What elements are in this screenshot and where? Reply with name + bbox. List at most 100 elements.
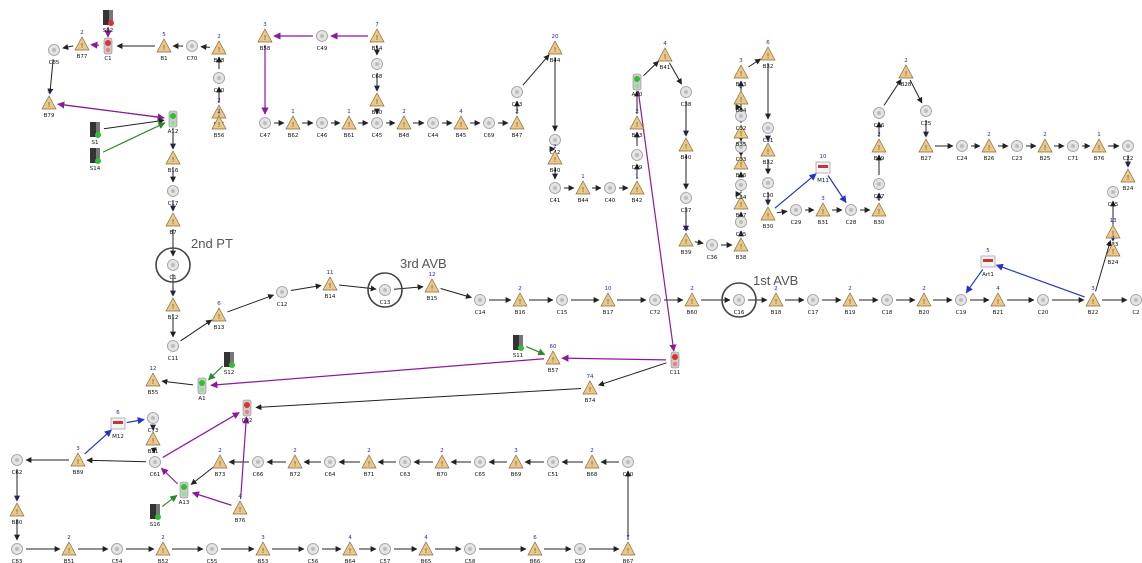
node-C51[interactable] — [547, 456, 559, 468]
node-C39[interactable] — [631, 149, 643, 161]
node-C49[interactable] — [316, 30, 328, 42]
node-C33[interactable] — [735, 141, 747, 153]
node-B55[interactable]: ! — [145, 372, 161, 387]
node-C45[interactable] — [371, 117, 383, 129]
node-B18[interactable]: ! — [768, 292, 784, 307]
node-C17b[interactable] — [807, 294, 819, 306]
node-B28[interactable]: ! — [898, 64, 914, 79]
node-B19[interactable]: ! — [842, 292, 858, 307]
node-B36[interactable]: ! — [733, 155, 749, 170]
node-C28[interactable] — [845, 204, 857, 216]
node-C11[interactable] — [167, 340, 179, 352]
node-C25[interactable] — [920, 105, 932, 117]
node-M1[interactable] — [980, 255, 996, 268]
node-B33[interactable]: ! — [733, 64, 749, 79]
node-C71[interactable] — [1067, 140, 1079, 152]
node-B39[interactable]: ! — [678, 232, 694, 247]
node-C66[interactable] — [252, 456, 264, 468]
node-B65[interactable]: ! — [418, 541, 434, 556]
node-C57[interactable] — [379, 543, 391, 555]
node-B60b[interactable]: ! — [369, 92, 385, 107]
node-B68[interactable]: ! — [584, 454, 600, 469]
node-C12[interactable] — [276, 286, 288, 298]
node-B14[interactable]: ! — [322, 276, 338, 291]
node-C11b[interactable] — [670, 351, 680, 369]
node-B25[interactable]: ! — [1037, 138, 1053, 153]
node-B24[interactable]: ! — [1120, 168, 1136, 183]
node-B34[interactable]: ! — [733, 90, 749, 105]
node-C31[interactable] — [762, 122, 774, 134]
node-C54[interactable] — [111, 543, 123, 555]
node-A10[interactable] — [632, 73, 642, 91]
node-B24b[interactable]: ! — [1105, 242, 1121, 257]
node-B40b[interactable]: ! — [678, 137, 694, 152]
node-B76[interactable]: ! — [232, 500, 248, 515]
node-C61[interactable] — [149, 456, 161, 468]
node-B16b[interactable]: ! — [512, 292, 528, 307]
node-C73[interactable] — [147, 412, 159, 424]
node-B13[interactable]: ! — [211, 307, 227, 322]
node-B23[interactable]: ! — [1105, 224, 1121, 239]
node-C24[interactable] — [956, 140, 968, 152]
node-B74[interactable]: ! — [582, 380, 598, 395]
node-B1[interactable]: ! — [156, 38, 172, 53]
node-B30b[interactable]: ! — [871, 202, 887, 217]
node-B73[interactable]: ! — [212, 454, 228, 469]
node-C65[interactable] — [474, 456, 486, 468]
node-B42[interactable]: ! — [629, 180, 645, 195]
node-B67[interactable]: ! — [620, 541, 636, 556]
node-A1[interactable] — [197, 377, 207, 395]
node-C14[interactable] — [474, 294, 486, 306]
node-B52[interactable]: ! — [155, 541, 171, 556]
node-C1b[interactable] — [167, 259, 179, 271]
node-B47[interactable]: ! — [509, 115, 525, 130]
node-B51[interactable]: ! — [61, 541, 77, 556]
node-C30[interactable] — [762, 177, 774, 189]
node-B32[interactable]: ! — [760, 46, 776, 61]
node-C37[interactable] — [680, 192, 692, 204]
node-C85[interactable] — [48, 44, 60, 56]
node-B70[interactable]: ! — [434, 454, 450, 469]
node-C19[interactable] — [955, 294, 967, 306]
node-A12[interactable] — [168, 110, 178, 128]
node-C38[interactable] — [680, 86, 692, 98]
node-S16[interactable] — [150, 504, 161, 520]
node-C90[interactable] — [213, 72, 225, 84]
node-B26[interactable]: ! — [981, 138, 997, 153]
node-C63[interactable] — [399, 456, 411, 468]
node-C43[interactable] — [511, 86, 523, 98]
node-B12[interactable]: ! — [165, 297, 181, 312]
node-C56[interactable] — [307, 543, 319, 555]
node-B29[interactable]: ! — [871, 138, 887, 153]
node-B37[interactable]: ! — [733, 195, 749, 210]
node-C13[interactable] — [379, 284, 391, 296]
node-B30[interactable]: ! — [760, 206, 776, 221]
node-S12[interactable] — [224, 352, 235, 368]
node-B35[interactable]: ! — [733, 124, 749, 139]
node-B58[interactable]: ! — [257, 28, 273, 43]
node-C26[interactable] — [873, 107, 885, 119]
node-B7[interactable]: ! — [165, 212, 181, 227]
node-B76b[interactable]: ! — [1091, 138, 1107, 153]
node-C92[interactable] — [242, 399, 252, 417]
node-C16[interactable] — [733, 294, 745, 306]
node-B20[interactable]: ! — [916, 292, 932, 307]
node-B79[interactable]: ! — [41, 95, 57, 110]
node-C36[interactable] — [706, 239, 718, 251]
node-B72[interactable]: ! — [287, 454, 303, 469]
node-C95[interactable] — [1107, 186, 1119, 198]
node-B64[interactable]: ! — [342, 541, 358, 556]
node-C46[interactable] — [316, 117, 328, 129]
node-M11[interactable] — [815, 161, 831, 174]
node-B60[interactable]: ! — [684, 292, 700, 307]
node-C59[interactable] — [574, 543, 586, 555]
node-B31[interactable]: ! — [815, 202, 831, 217]
node-C20[interactable] — [1037, 294, 1049, 306]
node-C55[interactable] — [206, 543, 218, 555]
node-C17[interactable] — [167, 185, 179, 197]
node-C69[interactable] — [483, 117, 495, 129]
node-B45[interactable]: ! — [453, 115, 469, 130]
node-B17[interactable]: ! — [600, 292, 616, 307]
node-M12[interactable] — [110, 417, 126, 430]
node-B57[interactable]: ! — [545, 350, 561, 365]
